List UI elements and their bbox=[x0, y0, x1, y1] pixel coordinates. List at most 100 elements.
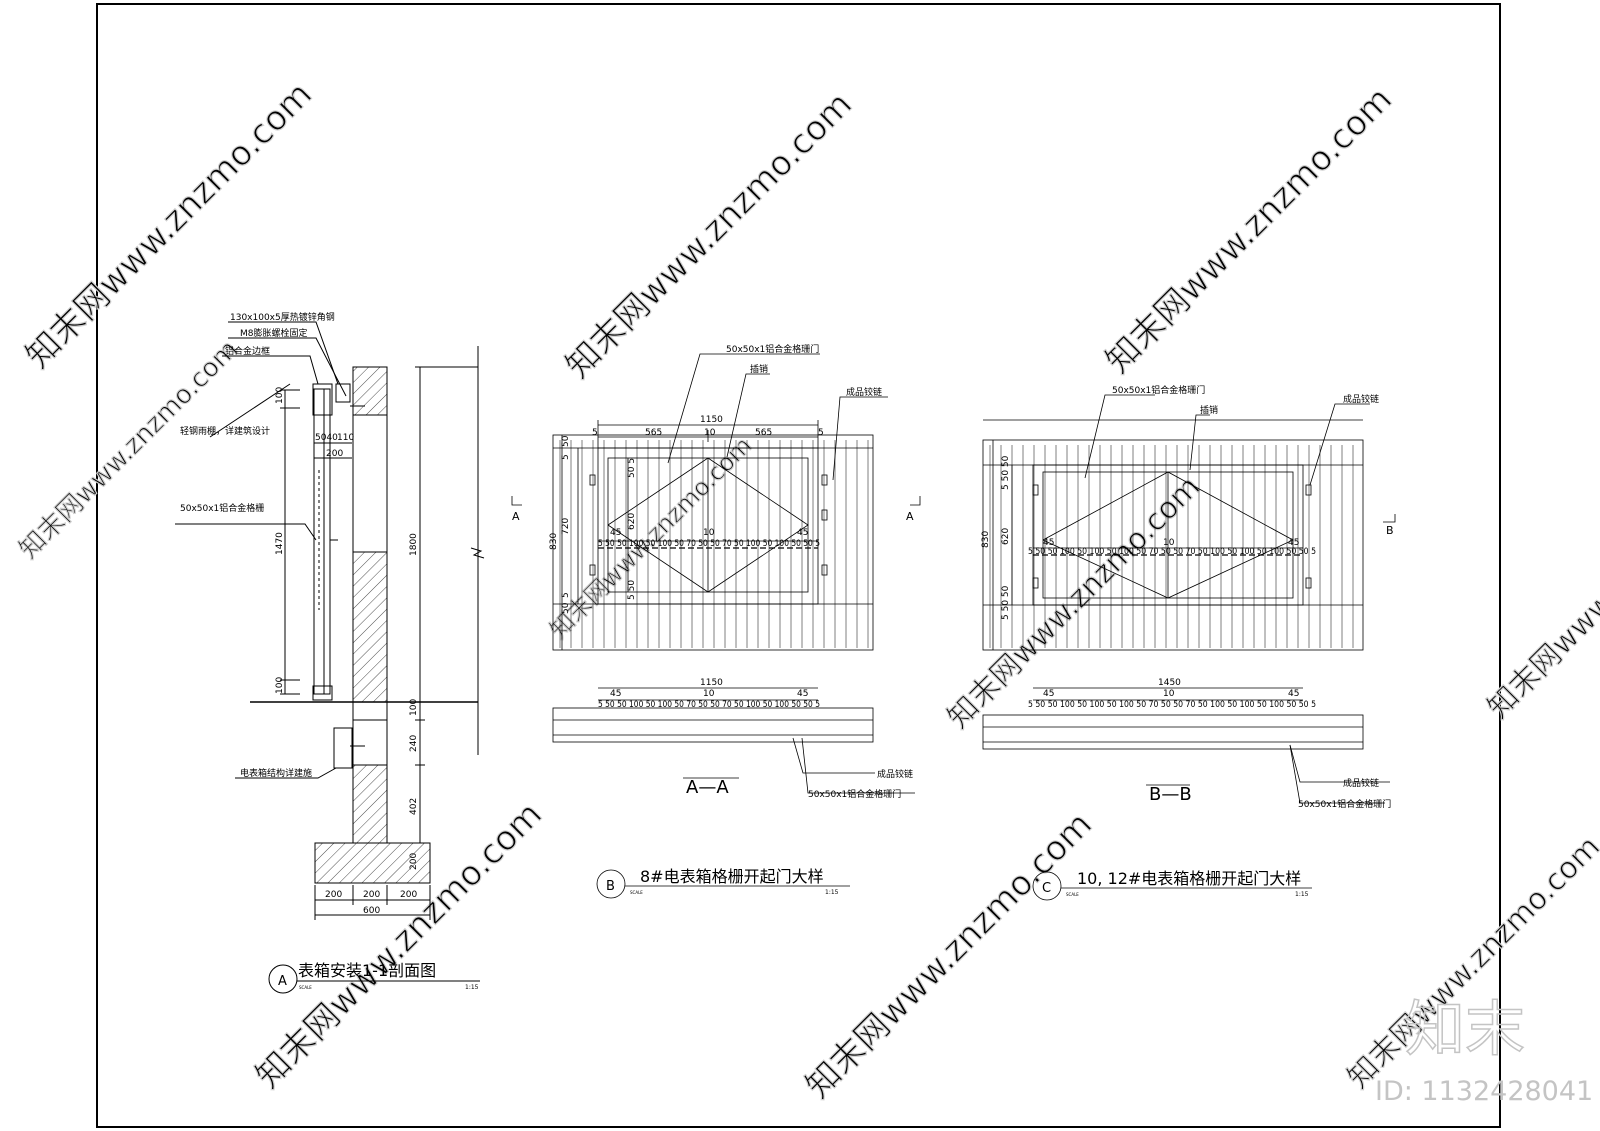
dim-left-50a: 50 bbox=[561, 435, 571, 447]
dim-plan-total: 1450 bbox=[1158, 678, 1181, 688]
dim-plan-45b: 45 bbox=[797, 689, 808, 699]
section-a-a-label: A—A bbox=[686, 777, 729, 798]
dim-100-right: 100 bbox=[409, 699, 419, 716]
dim-left-5b: 5 bbox=[561, 592, 571, 598]
watermark-text: 知末网www.znzmo.com bbox=[248, 794, 550, 1096]
detail-b-labels: 50x50x1铝合金格珊门 插销 成品铰链 1150 5 565 10 565 … bbox=[512, 343, 914, 896]
detail-a-title: 表箱安装1-1剖面图 bbox=[298, 961, 436, 980]
watermark-text: 知末网www.znzmo.com bbox=[558, 84, 860, 386]
dim-plan-45b: 45 bbox=[1288, 689, 1299, 699]
dim-plan-total: 1150 bbox=[700, 678, 723, 688]
detail-a-scale: 1:15 bbox=[465, 984, 479, 991]
detail-c-circle-label: C bbox=[1042, 881, 1051, 896]
callout-gate: 50x50x1铝合金格珊门 bbox=[1112, 384, 1205, 396]
dim-top-565a: 565 bbox=[645, 428, 662, 438]
dim-slat-45b: 45 bbox=[797, 528, 808, 538]
dim-slat-45a: 45 bbox=[610, 528, 621, 538]
dim-top-chain: 5 50 50 bbox=[1001, 455, 1011, 490]
plan-callout-gate: 50x50x1铝合金格珊门 bbox=[808, 788, 901, 800]
detail-c-elevation bbox=[982, 394, 1396, 901]
dim-footing-200-b: 200 bbox=[363, 890, 380, 900]
callout-grille: 50x50x1铝合金格栅 bbox=[180, 502, 264, 514]
section-mark-a-right: A bbox=[906, 510, 914, 523]
dim-total-width: 1150 bbox=[700, 415, 723, 425]
slat-group bbox=[989, 445, 1354, 648]
dim-plan-45a: 45 bbox=[1043, 689, 1054, 699]
dim-plan-10: 10 bbox=[703, 689, 715, 699]
dim-left-720: 720 bbox=[561, 518, 571, 535]
watermark-text: 知末网www.znzmo.com bbox=[1481, 459, 1600, 725]
dim-left-50b: 50 bbox=[561, 602, 571, 614]
dim-plan-45a: 45 bbox=[610, 689, 621, 699]
section-mark-b: B bbox=[1386, 524, 1394, 537]
dim-110: 110 bbox=[337, 433, 354, 443]
detail-c-labels: 50x50x1铝合金格珊门 插销 成品铰链 830 620 5 50 50 5 … bbox=[981, 384, 1394, 898]
callout-hinge: 成品铰链 bbox=[846, 386, 882, 398]
dim-overall-830: 830 bbox=[981, 531, 991, 548]
detail-c-title: 10, 12#电表箱格栅开起门大样 bbox=[1077, 869, 1301, 888]
detail-a-circle-label: A bbox=[278, 974, 287, 989]
detail-b-title: 8#电表箱格栅开起门大样 bbox=[640, 867, 824, 886]
watermark-logo: 知末 bbox=[1405, 995, 1525, 1065]
dim-footing-200-c: 200 bbox=[400, 890, 417, 900]
watermark-text: 知末网www.znzmo.com bbox=[1098, 79, 1400, 381]
plan-callout-hinge: 成品铰链 bbox=[1343, 777, 1379, 789]
dim-bottom-chain: 5 50 50 bbox=[1001, 585, 1011, 620]
callout-light-steel-canopy: 轻钢雨棚，详建筑设计 bbox=[180, 425, 270, 437]
dim-slat-chain: 5 50 50 100 50 100 50 100 50 70 50 50 70… bbox=[1028, 547, 1316, 557]
detail-c-scale-word: SCALE bbox=[1066, 892, 1079, 897]
detail-b-scale-word: SCALE bbox=[630, 890, 643, 895]
dim-inner-620: 620 bbox=[627, 513, 637, 530]
detail-b-elevation bbox=[511, 353, 921, 899]
detail-a-labels: 130x100x5厚热镀锌角钢 M8膨胀螺栓固定 铝合金边框 轻钢雨棚，详建筑设… bbox=[180, 311, 479, 991]
detail-c-scale: 1:15 bbox=[1295, 891, 1309, 898]
detail-a-scale-word: SCALE bbox=[299, 985, 312, 990]
watermark-layer: 知末网www.znzmo.com 知末网www.znzmo.com 知末网www… bbox=[13, 74, 1600, 1107]
dim-plan-10: 10 bbox=[1163, 689, 1175, 699]
dim-plan-chain: 5 50 50 100 50 100 50 100 50 70 50 50 70… bbox=[1028, 700, 1316, 710]
dim-slat-chain: 5 50 50 100 50 100 50 70 50 50 70 50 100… bbox=[598, 539, 820, 549]
watermark-text: 知末网www.znzmo.com bbox=[544, 431, 757, 644]
detail-b-circle-label: B bbox=[606, 879, 615, 894]
slat-group bbox=[559, 440, 869, 648]
section-mark-a-left: A bbox=[512, 510, 520, 523]
dim-overall-830: 830 bbox=[549, 533, 559, 550]
dim-slat-10: 10 bbox=[703, 528, 715, 538]
watermark-id: ID: 1132428041 bbox=[1375, 1076, 1593, 1107]
dim-1470: 1470 bbox=[275, 532, 285, 555]
callout-angle-steel: 130x100x5厚热镀锌角钢 bbox=[230, 311, 335, 323]
sheet-border bbox=[96, 3, 1501, 1128]
dim-inner-top: 50 5 bbox=[627, 458, 637, 478]
dim-plan-chain: 5 50 50 100 50 100 50 70 50 50 70 50 100… bbox=[598, 700, 820, 710]
dim-200-top: 200 bbox=[326, 449, 343, 459]
callout-meter-box-structure: 电表箱结构详建施 bbox=[240, 767, 312, 779]
dim-top-5b: 5 bbox=[818, 428, 824, 438]
callout-latch: 插销 bbox=[750, 363, 768, 375]
plan-callout-gate: 50x50x1铝合金格珊门 bbox=[1298, 798, 1391, 810]
dim-240: 240 bbox=[409, 735, 419, 752]
plan-callout-hinge: 成品铰链 bbox=[877, 768, 913, 780]
callout-hinge: 成品铰链 bbox=[1343, 393, 1379, 405]
detail-a-section bbox=[175, 321, 485, 994]
dim-200-footing: 200 bbox=[409, 853, 419, 870]
dim-left-5a: 5 bbox=[561, 454, 571, 460]
dim-100-top: 100 bbox=[275, 387, 285, 404]
dim-slat-10: 10 bbox=[1163, 538, 1175, 548]
callout-latch: 插销 bbox=[1200, 404, 1218, 416]
callout-aluminium-frame: 铝合金边框 bbox=[225, 345, 270, 357]
section-b-b-label: B—B bbox=[1149, 784, 1192, 805]
dim-inner-bottom: 5 50 bbox=[627, 580, 637, 600]
dim-top-5a: 5 bbox=[592, 428, 598, 438]
dim-402: 402 bbox=[409, 798, 419, 815]
dim-inner-620: 620 bbox=[1001, 528, 1011, 545]
dim-1800: 1800 bbox=[409, 533, 419, 556]
callout-anchor-bolt: M8膨胀螺栓固定 bbox=[240, 327, 308, 339]
dim-footing-200-a: 200 bbox=[325, 890, 342, 900]
dim-top-565b: 565 bbox=[755, 428, 772, 438]
dim-footing-600: 600 bbox=[363, 906, 380, 916]
detail-b-scale: 1:15 bbox=[825, 889, 839, 896]
dim-slat-45a: 45 bbox=[1043, 538, 1054, 548]
dim-slat-45b: 45 bbox=[1288, 538, 1299, 548]
dim-100-bottom: 100 bbox=[275, 677, 285, 694]
